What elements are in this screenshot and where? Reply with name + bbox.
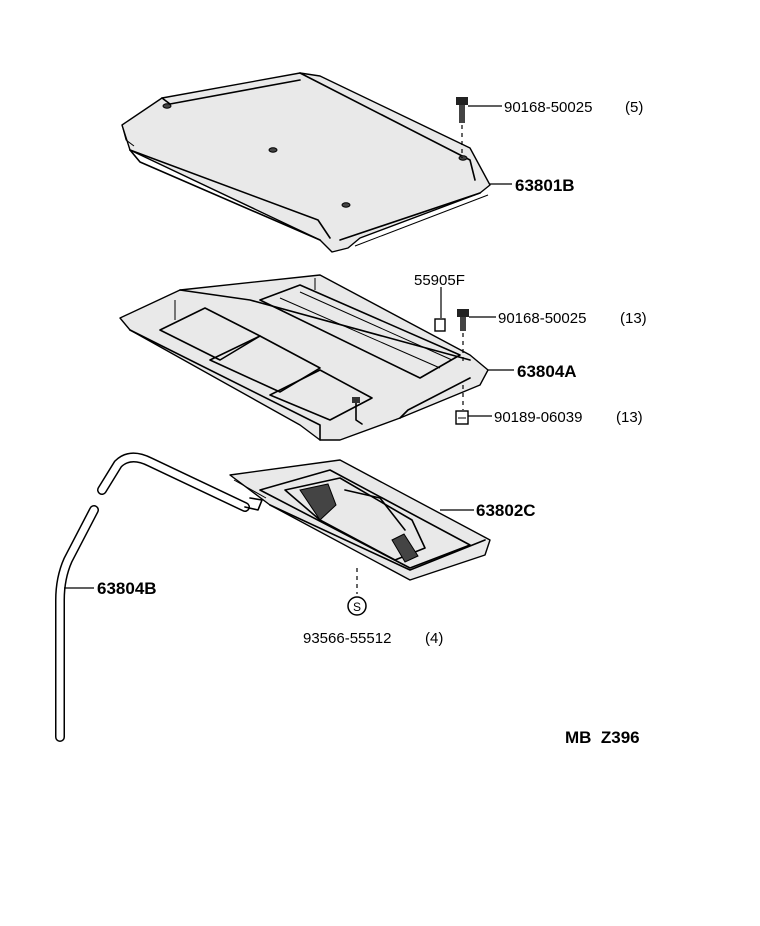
callout-part-number: 63802C — [476, 501, 536, 520]
screw-s-group: S — [347, 568, 367, 616]
clip-icon — [434, 287, 446, 332]
callout-qty: (5) — [625, 99, 643, 116]
s-symbol-label: S — [353, 600, 361, 614]
bolt-icon — [456, 97, 468, 158]
callout-part-number: 93566-55512 — [303, 630, 391, 647]
nut-icon — [455, 410, 469, 425]
callout-part-number: 63801B — [515, 176, 575, 195]
callout-part-number: 63804A — [517, 362, 577, 381]
part-duct-tray — [119, 274, 489, 441]
callout-part-number: 55905F — [414, 272, 465, 289]
callout-part-number: 90189-06039 — [494, 409, 582, 426]
part-upper-cover — [121, 72, 491, 253]
s-symbol-icon — [347, 596, 367, 616]
callout-qty: (4) — [425, 630, 443, 647]
screw-icon — [457, 309, 469, 410]
callout-part-number: 63804B — [97, 579, 157, 598]
figure-code: MB Z396 — [565, 728, 640, 747]
part-duct-housing — [229, 459, 491, 581]
leader-lines — [64, 105, 514, 589]
callout-qty: (13) — [620, 310, 647, 327]
callout-part-number: 90168-50025 — [504, 99, 592, 116]
part-hose — [55, 452, 263, 742]
callout-part-number: 90168-50025 — [498, 310, 586, 327]
callout-qty: (13) — [616, 409, 643, 426]
